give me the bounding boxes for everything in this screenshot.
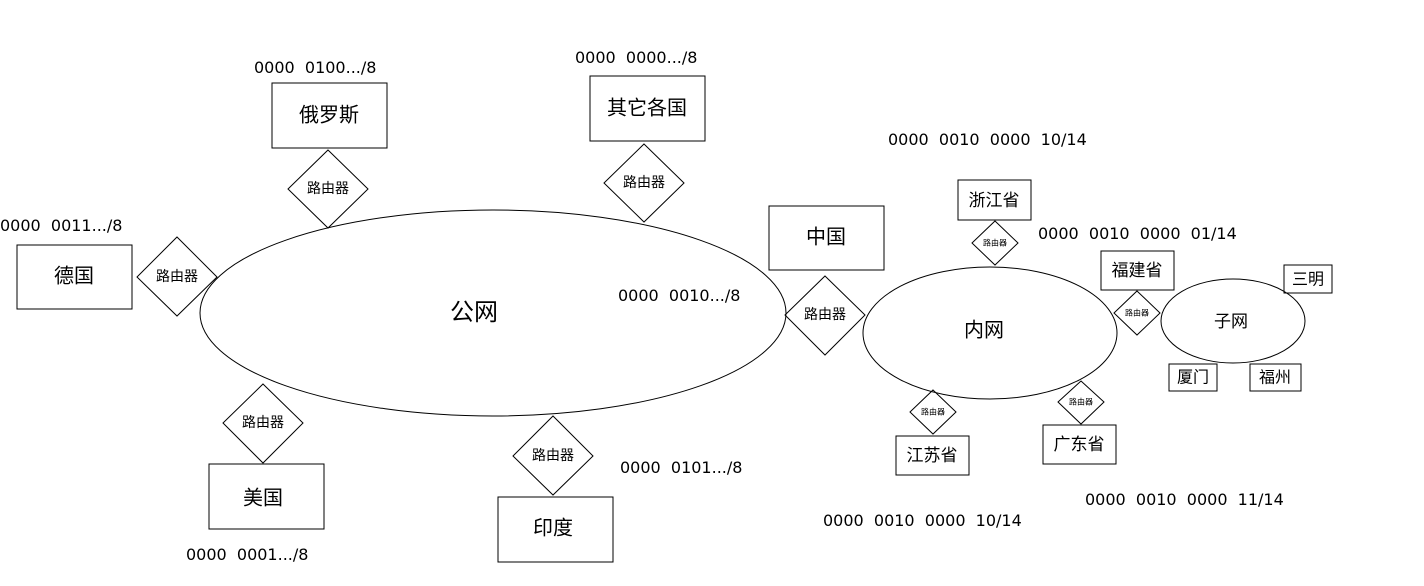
jiangsu-box: [895, 435, 970, 476]
router-china-label: 路由器: [804, 307, 846, 323]
router-india: [512, 415, 594, 496]
sanming-label: 三明: [1292, 270, 1324, 289]
router-others: [603, 143, 685, 223]
zhejiang-label: 浙江省: [969, 191, 1020, 211]
address-others: 0000 0000.../8: [575, 48, 697, 67]
router-usa: [222, 383, 304, 464]
intranet-label: 内网: [964, 318, 1004, 342]
others-box: [589, 75, 706, 142]
address-india: 0000 0101.../8: [620, 458, 742, 477]
russia-label: 俄罗斯: [299, 103, 359, 127]
subnet-ellipse: [1160, 278, 1306, 364]
zhejiang-box: [957, 179, 1032, 221]
address-germany: 0000 0011.../8: [0, 216, 122, 235]
usa-box: [208, 463, 325, 530]
router-others-label: 路由器: [623, 175, 665, 191]
address-fujian: 0000 0010 0000 01/14: [1038, 224, 1237, 243]
fujian-label: 福建省: [1112, 261, 1163, 281]
intranet-ellipse: [862, 266, 1118, 400]
router-china: [784, 275, 866, 356]
others-label: 其它各国: [607, 96, 687, 120]
router-germany: [136, 236, 218, 317]
address-zhejiang: 0000 0010 0000 10/14: [888, 130, 1087, 149]
public-network-ellipse: [199, 209, 787, 417]
router-fujian-label: 路由器: [1125, 308, 1149, 318]
router-jiangsu-label: 路由器: [921, 407, 945, 417]
china-label: 中国: [806, 225, 846, 249]
germany-label: 德国: [54, 264, 94, 288]
address-russia: 0000 0100.../8: [254, 58, 376, 77]
fujian-box: [1100, 250, 1175, 291]
jiangsu-label: 江苏省: [907, 446, 958, 466]
address-usa: 0000 0001.../8: [186, 545, 308, 564]
guangdong-label: 广东省: [1054, 435, 1105, 455]
router-india-label: 路由器: [532, 448, 574, 464]
fuzhou-box: [1249, 363, 1302, 392]
address-jiangsu: 0000 0010 0000 10/14: [823, 511, 1022, 530]
router-jiangsu: [909, 389, 957, 435]
china-box: [768, 205, 885, 271]
subnet-label: 子网: [1214, 312, 1248, 332]
india-box: [497, 496, 614, 563]
public-network-label: 公网: [450, 298, 498, 326]
router-zhejiang-label: 路由器: [983, 238, 1007, 248]
address-china: 0000 0010.../8: [618, 286, 740, 305]
router-fujian: [1113, 290, 1161, 336]
russia-box: [271, 82, 388, 149]
address-guangdong: 0000 0010 0000 11/14: [1085, 490, 1284, 509]
router-germany-label: 路由器: [156, 269, 198, 285]
router-guangdong-label: 路由器: [1069, 397, 1093, 407]
usa-label: 美国: [243, 486, 283, 510]
india-label: 印度: [533, 516, 573, 540]
router-zhejiang: [971, 220, 1019, 266]
fuzhou-label: 福州: [1259, 368, 1291, 387]
router-guangdong: [1057, 380, 1105, 425]
guangdong-box: [1042, 424, 1117, 465]
germany-box: [16, 244, 133, 310]
router-russia-label: 路由器: [307, 181, 349, 197]
xiamen-box: [1168, 363, 1218, 392]
router-russia: [287, 149, 369, 229]
xiamen-label: 厦门: [1177, 368, 1209, 387]
sanming-box: [1283, 264, 1333, 294]
router-usa-label: 路由器: [242, 415, 284, 431]
